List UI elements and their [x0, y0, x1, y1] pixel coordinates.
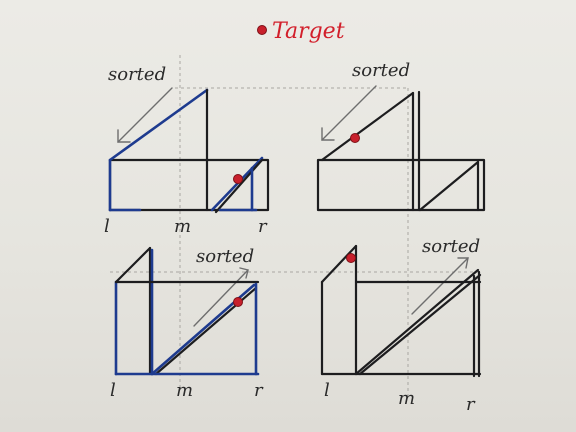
guide-lines	[110, 55, 480, 400]
sorted-label-bottom-right: sorted	[422, 236, 480, 257]
pointer-l-bottom-left: l	[110, 380, 116, 401]
panel-bottom-left: sorted l m r	[110, 246, 264, 401]
pointer-m-bottom-right: m	[398, 388, 415, 409]
panel-top-left: sorted l m r	[104, 64, 270, 237]
sorted-arrowhead-bottom-left	[239, 267, 249, 279]
pointer-l-bottom-right: l	[324, 380, 330, 401]
array-box-top-left	[108, 158, 270, 212]
sorted-arrow-top-right	[321, 85, 377, 141]
sorted-arrowhead-top-right	[321, 127, 335, 141]
legend-target-label: Target	[272, 19, 345, 44]
sorted-arrow-bottom-left	[193, 269, 249, 327]
panel-bottom-right: sorted l m r	[320, 236, 482, 415]
sorted-label-bottom-left: sorted	[196, 246, 254, 267]
sorted-label-top-left: sorted	[108, 64, 166, 85]
sorted-arrowhead-bottom-right	[457, 257, 469, 269]
sorted-arrowhead-top-left	[117, 129, 131, 143]
second-run-top-right	[418, 160, 480, 212]
sorted-label-top-right: sorted	[352, 60, 410, 81]
array-box-top-right	[316, 158, 486, 212]
legend-target-dot	[257, 25, 267, 35]
pointer-m-bottom-left: m	[176, 380, 193, 401]
first-run-bottom-left	[114, 246, 152, 284]
pointer-l-top-left: l	[104, 216, 110, 237]
target-dot-top-left	[233, 174, 243, 184]
pointer-r-bottom-left: r	[254, 380, 264, 401]
pointer-m-top-left: m	[174, 216, 191, 237]
second-run-shadow-bottom-right	[358, 273, 482, 376]
ascending-run-top-left	[108, 88, 209, 162]
legend: Target	[257, 19, 345, 44]
panel-top-right: sorted	[316, 60, 486, 212]
second-run-bottom-right	[354, 268, 480, 376]
target-dot-top-right	[350, 133, 360, 143]
target-dot-bottom-right	[346, 253, 356, 263]
pointer-r-top-left: r	[258, 216, 268, 237]
target-dot-bottom-left	[233, 297, 243, 307]
ascending-run-top-right	[320, 91, 415, 162]
pointer-r-bottom-right: r	[466, 394, 476, 415]
sorted-arrow-bottom-right	[411, 257, 469, 315]
first-run-bottom-right	[320, 244, 358, 284]
second-run-shadow-top-left	[214, 158, 264, 214]
sorted-arrow-top-left	[117, 87, 173, 143]
second-run-top-left	[210, 156, 264, 212]
